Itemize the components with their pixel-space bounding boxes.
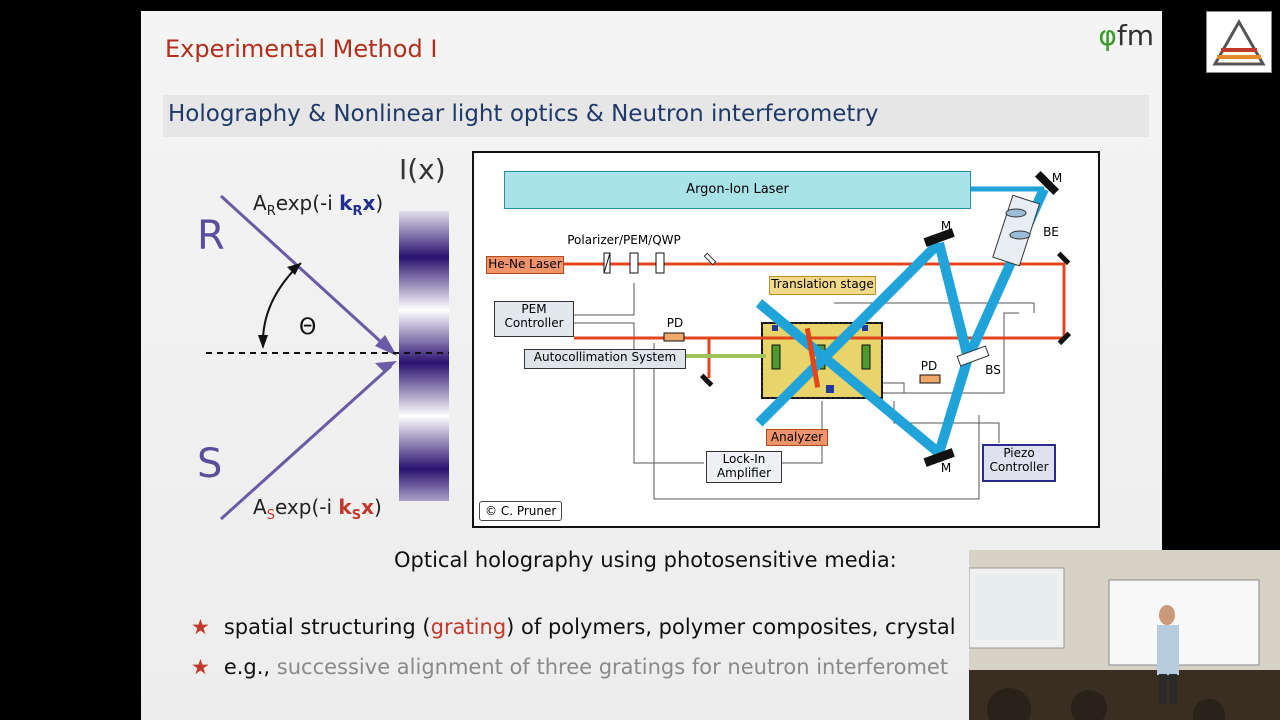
angle-label: Θ <box>299 315 317 340</box>
pd-label-2: PD <box>920 359 938 373</box>
translation-stage-label: Translation stage <box>769 276 876 295</box>
slide: Experimental Method I φfm Holography & N… <box>141 11 1162 720</box>
section-heading: Holography & Nonlinear light optics & Ne… <box>168 101 879 127</box>
beam-s-label: S <box>197 441 223 487</box>
star-icon: ★ <box>191 615 210 639</box>
holography-drawing <box>206 194 449 521</box>
holography-figure: I(x) R S Θ ARexp(-i kRx) ASexp(-i kSx) <box>191 151 461 531</box>
mirror-label-1: M <box>1051 171 1063 185</box>
he-ne-laser: He-Ne Laser <box>486 256 564 274</box>
star-icon: ★ <box>191 655 210 679</box>
beam-splitter-label: BS <box>985 363 1001 377</box>
beam-expander-label: BE <box>1043 225 1059 239</box>
reference-beam <box>219 194 393 353</box>
beam-expander-optic <box>992 194 1041 267</box>
beam-r-label: R <box>197 213 225 259</box>
interference-pattern <box>399 211 449 501</box>
crest-icon <box>1212 18 1266 66</box>
setup-diagram: Argon-Ion Laser He-Ne Laser Polarizer/PE… <box>472 151 1100 528</box>
video-frame <box>969 550 1280 720</box>
amplitude-r: ARexp(-i kRx) <box>253 191 384 219</box>
mirror-label-2: M <box>940 219 952 233</box>
polarizer-label: Polarizer/PEM/QWP <box>567 233 681 247</box>
autocollimation-system: Autocollimation System <box>524 349 686 369</box>
bullet-1: ★spatial structuring (grating) of polyme… <box>191 615 956 639</box>
setup-drawing <box>562 170 1072 500</box>
signal-beam <box>219 364 393 521</box>
argon-ion-laser: Argon-Ion Laser <box>504 171 971 209</box>
analyzer-label: Analyzer <box>766 429 828 446</box>
copyright-label: © C. Pruner <box>479 501 563 521</box>
pfm-logo: φfm <box>1098 19 1154 52</box>
speaker-video-inset <box>969 550 1280 720</box>
slide-title: Experimental Method I <box>165 35 438 63</box>
mirror-label-3: M <box>940 461 952 475</box>
section-bar: Holography & Nonlinear light optics & Ne… <box>163 95 1149 137</box>
caption: Optical holography using photosensitive … <box>394 548 897 572</box>
angle-arc <box>261 262 302 348</box>
bullet-2: ★e.g., successive alignment of three gra… <box>191 655 949 679</box>
university-crest <box>1206 11 1272 73</box>
intensity-label: I(x) <box>399 153 446 186</box>
amplitude-s: ASexp(-i kSx) <box>253 495 382 523</box>
pd-label-1: PD <box>666 316 684 330</box>
